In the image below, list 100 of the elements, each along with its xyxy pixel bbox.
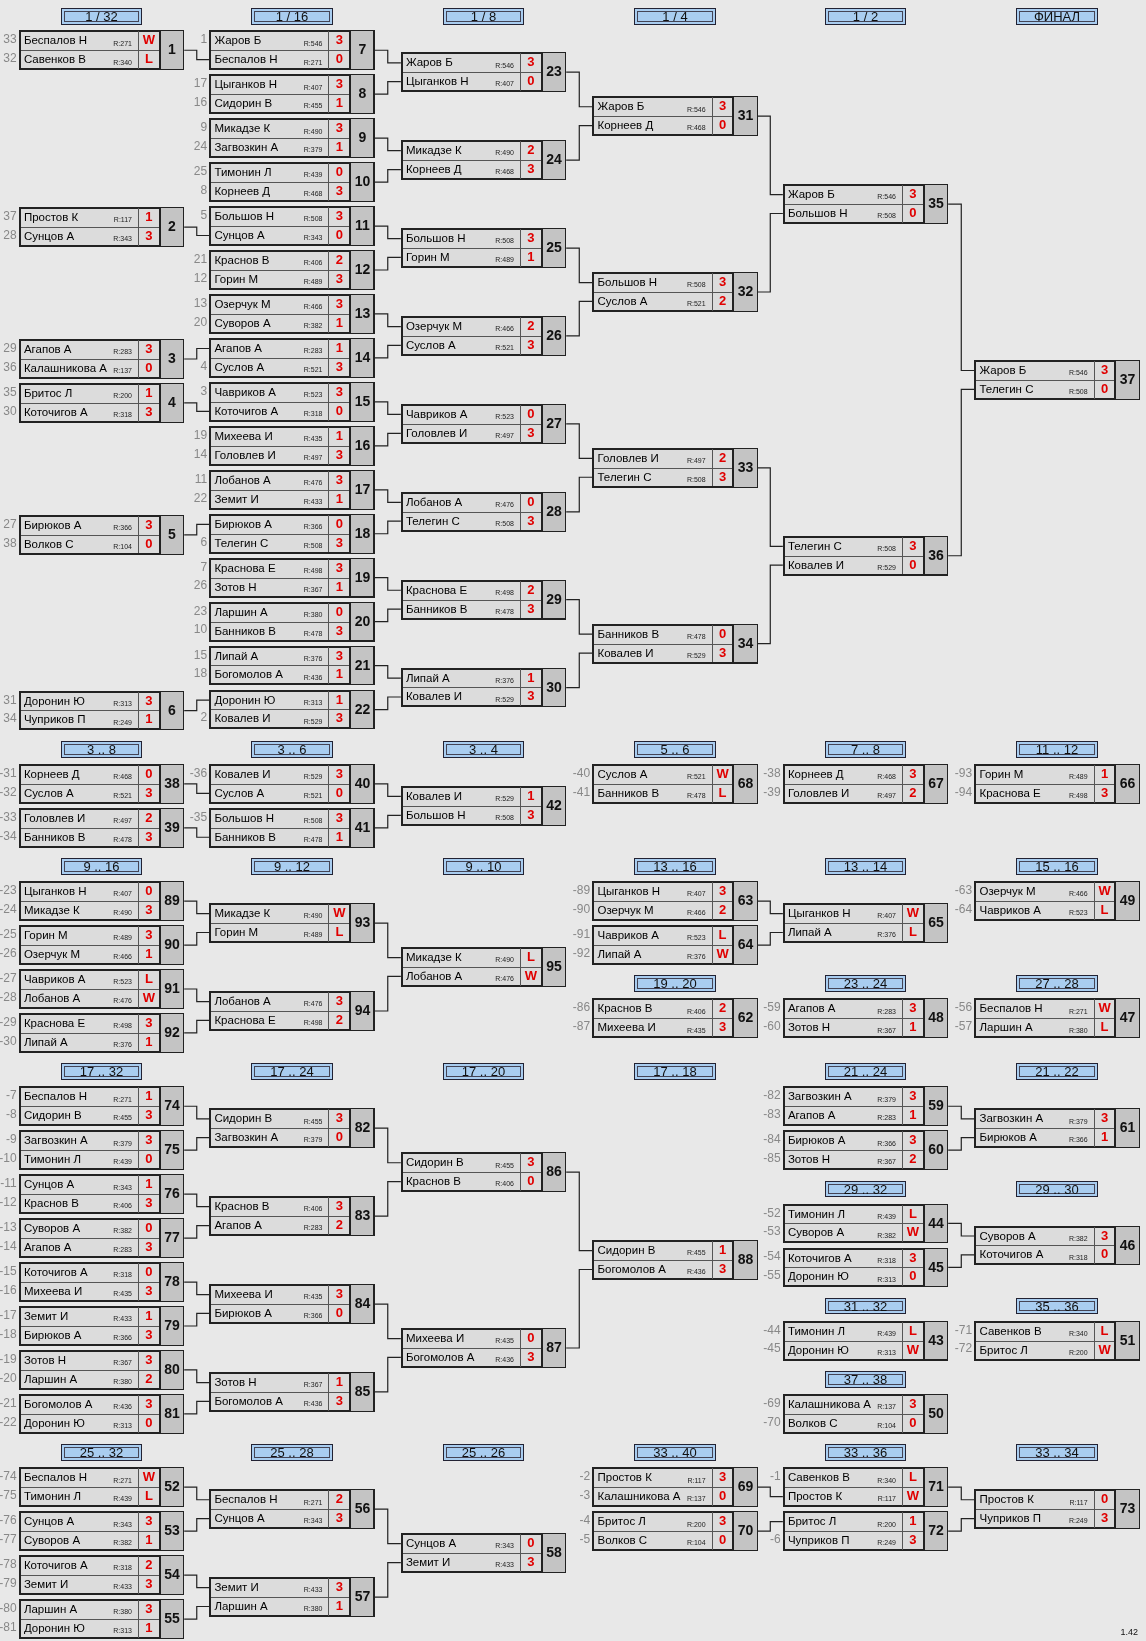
bracket-line: [374, 432, 402, 447]
bracket-line: [947, 1518, 975, 1532]
seed-number: -23: [0, 882, 17, 900]
seed-number: -80: [0, 1600, 17, 1618]
player-name: Земит И: [214, 491, 259, 507]
score: 1: [138, 1032, 159, 1052]
player-name: Банников В: [597, 785, 660, 801]
seed-number: -15: [0, 1263, 17, 1281]
match-number: 41: [349, 809, 374, 847]
match-card: [400, 1533, 567, 1573]
seed-number: -63: [953, 882, 973, 900]
match-number: 74: [158, 1087, 183, 1125]
score: 1: [902, 1512, 923, 1532]
seed-number: 27: [2, 515, 17, 533]
bracket-line: [374, 137, 402, 152]
match-number: 83: [349, 1197, 374, 1235]
score: 1: [902, 1106, 923, 1125]
player-name: Бритос Л: [597, 1514, 646, 1530]
player-name: Ларшин А: [23, 1602, 78, 1618]
player-name: Озерчук М: [23, 947, 81, 962]
player-name: Доронин Ю: [787, 1269, 849, 1285]
bracket-line: [565, 652, 593, 689]
player-name: Липай А: [214, 648, 259, 664]
match-number: 68: [732, 765, 757, 803]
match-card: [209, 1489, 375, 1530]
match-number: 31: [732, 97, 757, 135]
seed-number: 16: [192, 94, 208, 111]
match-number: 26: [540, 317, 565, 355]
seed-number: -54: [762, 1248, 781, 1266]
seed-number: -34: [0, 827, 17, 845]
bracket-line: [565, 476, 593, 513]
score: L: [520, 948, 541, 967]
match-number: 33: [732, 448, 757, 487]
seed-number: -31: [0, 764, 17, 782]
score: 0: [138, 358, 159, 378]
score: W: [520, 967, 541, 986]
player-name: Чавриков А: [405, 407, 468, 422]
seed-number: -5: [578, 1531, 591, 1548]
player-name: Банников В: [214, 623, 276, 639]
bracket-line: [757, 1521, 784, 1532]
match-number: 65: [922, 904, 947, 942]
score: 2: [138, 1556, 159, 1575]
score: 1: [138, 1531, 159, 1550]
seed-number: -72: [953, 1340, 973, 1358]
seed-number: -74: [0, 1468, 17, 1486]
match-card: [209, 1284, 375, 1324]
player-name: Суслов А: [23, 785, 74, 801]
player-name: Большов Н: [597, 275, 658, 291]
match-number: 69: [732, 1468, 757, 1506]
player-name: Богомолов А: [214, 1393, 283, 1409]
player-name: Лобанов А: [405, 494, 463, 510]
score: W: [902, 904, 923, 923]
score: 3: [138, 1325, 159, 1345]
seed-number: -13: [0, 1219, 17, 1237]
player-name: Бритос Л: [787, 1514, 837, 1530]
player-name: Банников В: [597, 626, 660, 642]
seed-number: -71: [953, 1321, 973, 1339]
seed-number: -64: [953, 900, 973, 918]
seed-number: -24: [0, 900, 17, 918]
bracket-line: [565, 423, 593, 459]
score: W: [138, 1468, 159, 1488]
player-name: Суслов А: [405, 337, 456, 353]
seed-number: -55: [762, 1267, 781, 1285]
round-header: 5 .. 6: [634, 741, 716, 758]
match-number: 24: [540, 141, 565, 179]
bracket-line: [183, 988, 210, 1003]
player-name: Корнеев Д: [787, 767, 844, 782]
seed-number: -75: [0, 1487, 17, 1504]
bracket-line: [374, 1356, 402, 1393]
player-name: Богомолов А: [405, 1349, 475, 1365]
seed-number: -4: [578, 1512, 591, 1530]
match-card: [209, 1196, 375, 1236]
bracket-line: [374, 814, 402, 829]
player-name: Доронин Ю: [23, 693, 85, 709]
player-name: Тимонин Л: [23, 1489, 81, 1505]
match-number: 27: [540, 405, 565, 443]
bracket-line: [183, 402, 210, 412]
player-name: Горин М: [405, 250, 450, 265]
player-name: Земит И: [405, 1555, 451, 1570]
seed-number: -17: [0, 1307, 17, 1324]
match-card: [974, 1489, 1140, 1530]
match-number: 38: [158, 765, 183, 803]
player-name: Микадзе К: [23, 903, 80, 918]
bracket-line: [183, 49, 210, 61]
match-number: 66: [1114, 765, 1139, 803]
player-name: Михеева И: [214, 429, 273, 444]
player-name: Большов Н: [787, 206, 848, 221]
player-name: Озерчук М: [979, 884, 1036, 900]
score: 3: [138, 402, 159, 422]
score: 1: [138, 1619, 159, 1638]
player-name: Загвозкин А: [979, 1111, 1044, 1127]
match-number: 44: [922, 1204, 947, 1243]
match-number: 77: [158, 1219, 183, 1257]
player-name: Коточигов А: [23, 404, 88, 420]
seed-number: -56: [953, 999, 973, 1017]
player-name: Савенков В: [787, 1470, 850, 1486]
bracket-line: [757, 931, 784, 946]
player-name: Земит И: [23, 1309, 69, 1325]
player-name: Агапов А: [787, 1001, 836, 1017]
score: 3: [138, 340, 159, 359]
